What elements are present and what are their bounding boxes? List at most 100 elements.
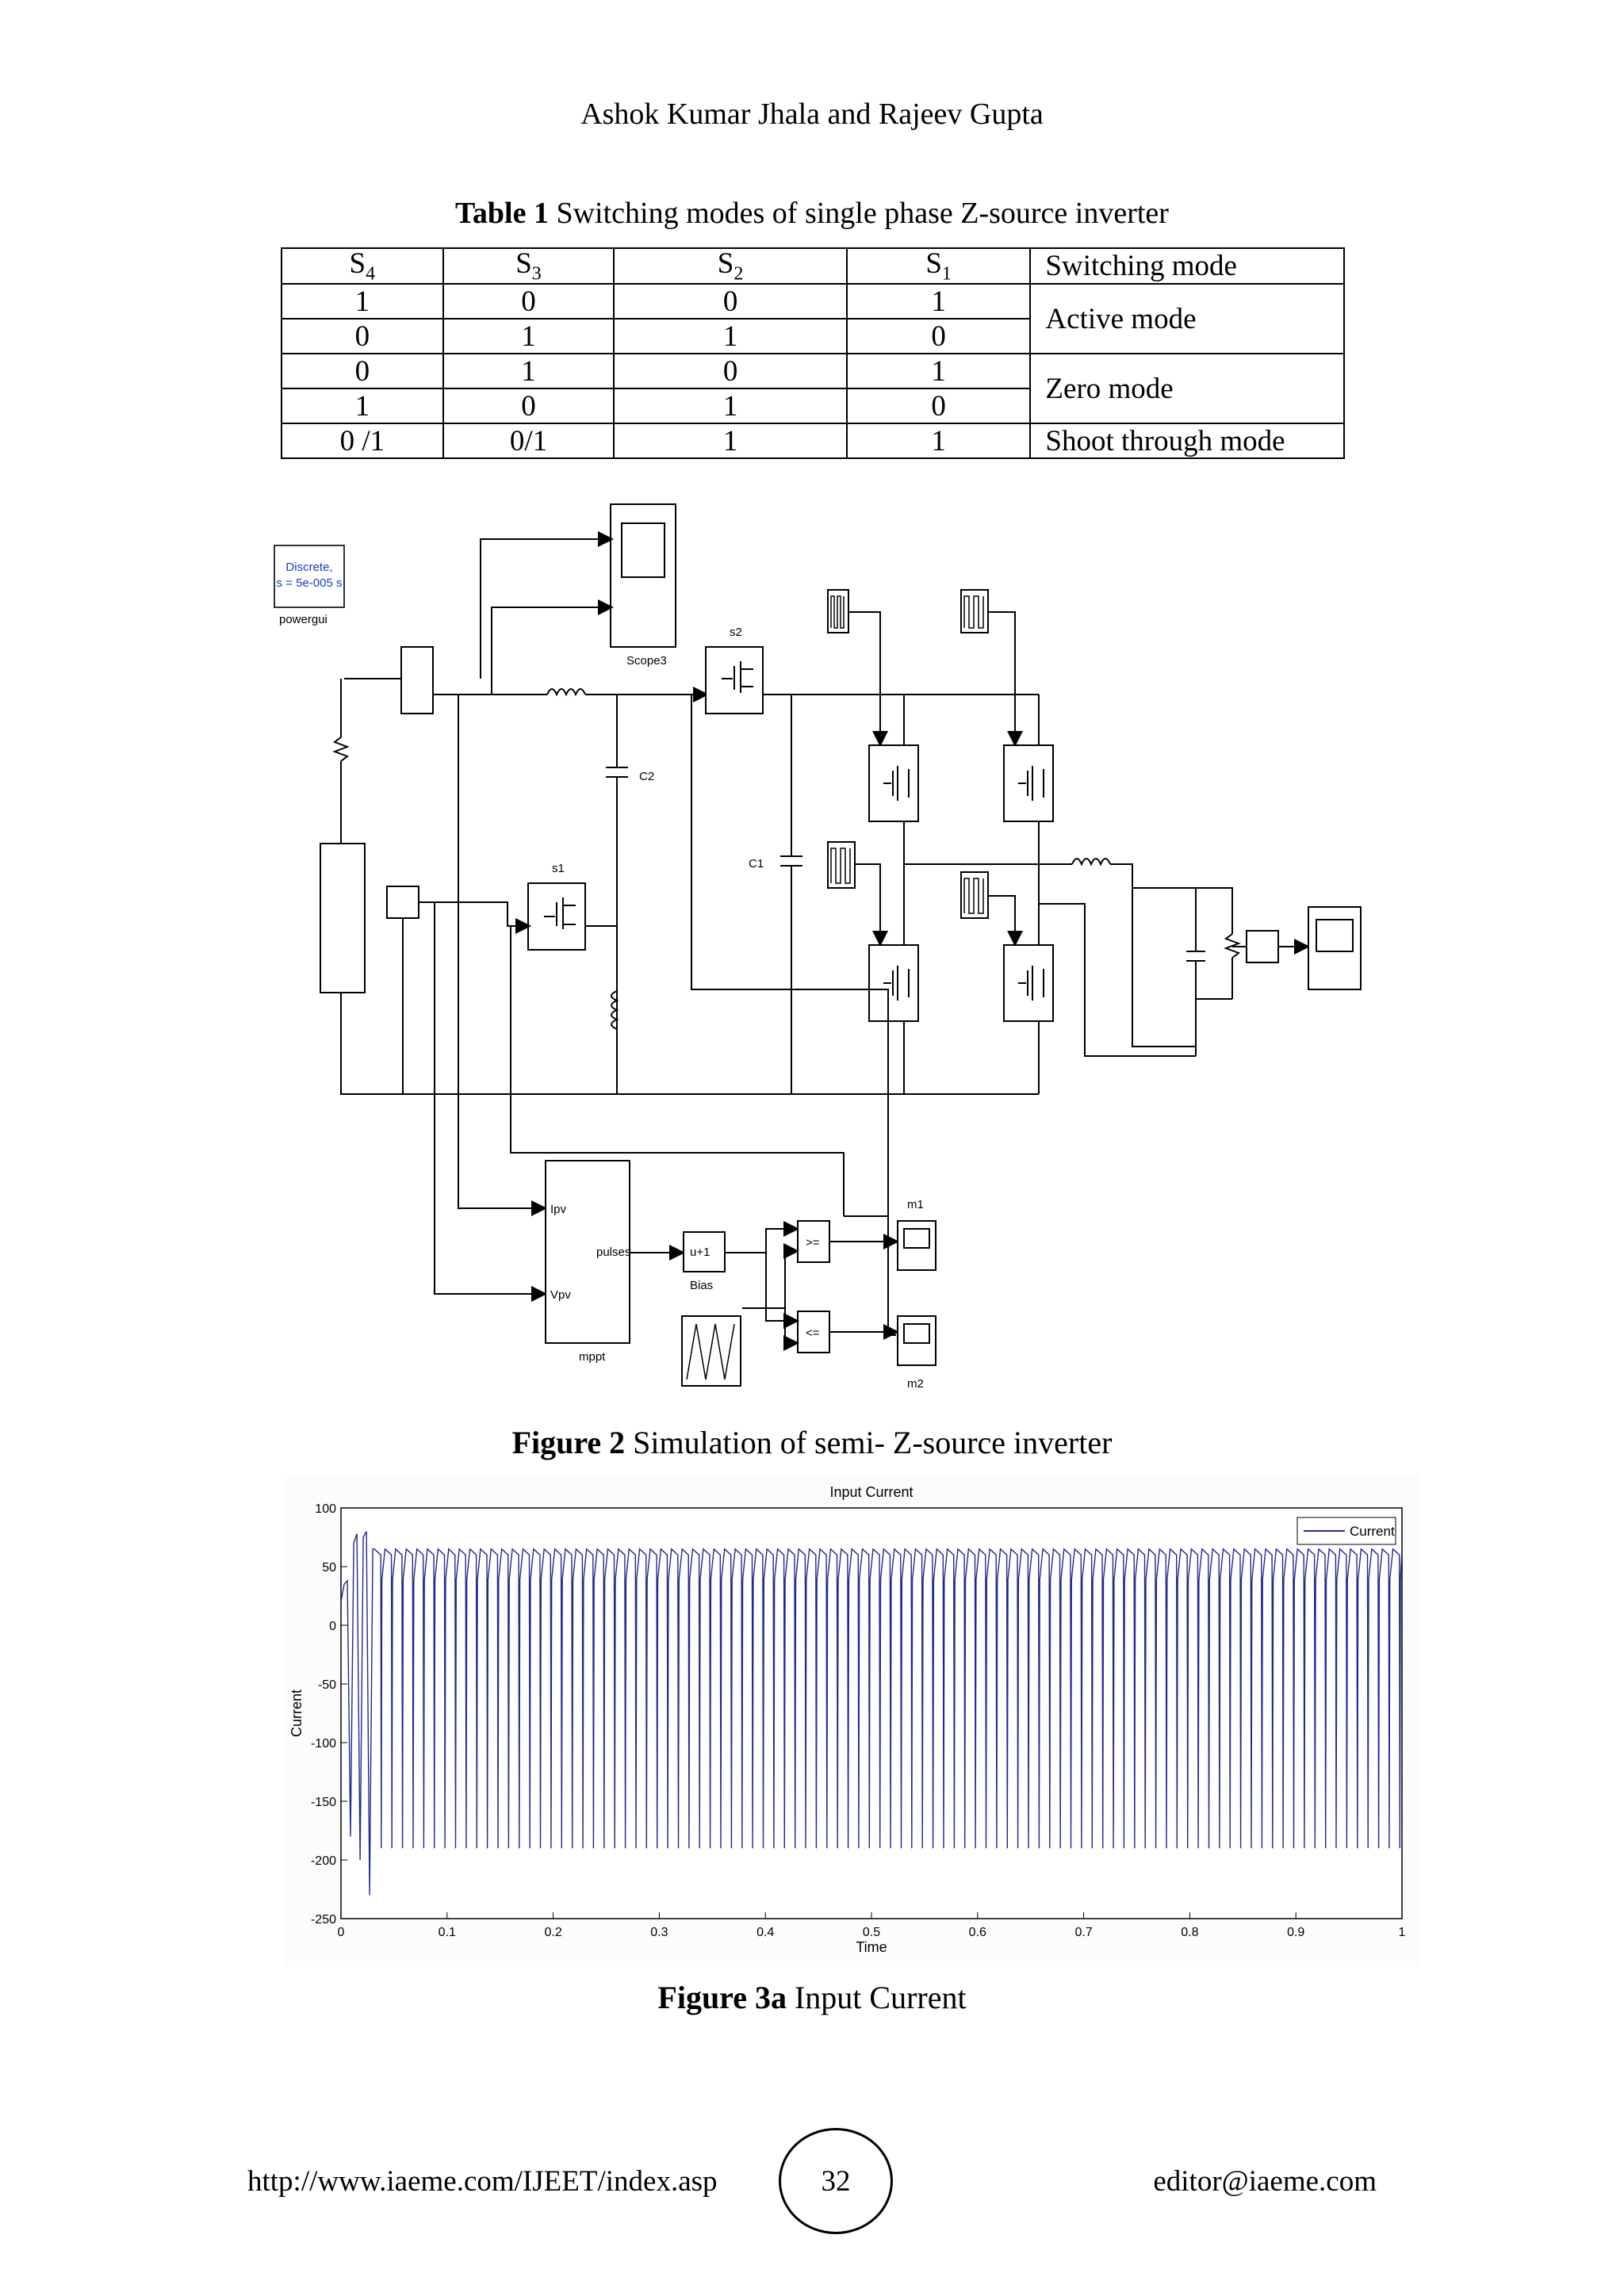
mode-cell-zero: Zero mode [1029,353,1345,425]
table-row: 0 1 1 0 [281,318,1344,355]
current-measurement-block [400,646,434,714]
y-tick-label: 0 [329,1620,336,1633]
table-cell: 0 [281,353,444,390]
ipv-port: Ipv [550,1203,567,1216]
c2-label: C2 [639,770,654,783]
s2-switch-block: s2 [705,626,764,714]
chart-legend: Current [1297,1517,1396,1545]
table-cell: 1 [845,423,1032,460]
s1-switch-block: s1 [527,862,586,951]
igbt-switch-4 [1003,944,1054,1022]
table-row: 0 /1 0/1 1 1 Shoot through mode [281,423,1345,460]
y-tick-label: -50 [318,1678,336,1692]
table-cell: 0 [613,283,848,320]
figure2-caption-text: Simulation of semi- Z-source inverter [625,1425,1113,1460]
x-axis-label: Time [856,1939,887,1955]
powergui-block: Discrete, s = 5e-005 s powergui [274,545,345,626]
s2-label: s2 [730,626,742,639]
series-layer [340,1531,1403,1896]
table-cell: 1 [845,353,1032,390]
comparator-ge: >= [797,1220,830,1263]
simulink-schematic: Discrete, s = 5e-005 s powergui Scope3 s… [274,503,1362,1391]
powergui-label: powergui [279,613,327,626]
page-number: 32 [779,2128,893,2234]
running-header: Ashok Kumar Jhala and Rajeev Gupta [580,98,1044,131]
table-cell: 0 /1 [281,423,444,460]
m2-scope: m2 [897,1315,936,1391]
table-cell: 0/1 [442,423,615,460]
triangle-generator [681,1315,741,1387]
figure3a-caption-text: Input Current [786,1980,967,2015]
plot-area [340,1507,1403,1919]
powergui-line1: Discrete, [285,561,332,574]
table-cell: 0 [442,283,615,320]
table-cell: 1 [613,318,848,355]
s1-label: s1 [552,862,565,875]
y-axis-label: Current [289,1689,304,1737]
mppt-block: Ipv Vpv pulses mppt [545,1160,630,1364]
header-s3: S3 [442,247,615,285]
svg-text:<=: <= [806,1326,820,1340]
mode-cell-shoot-through: Shoot through mode [1029,423,1345,460]
mppt-label: mppt [579,1350,606,1364]
legend-label: Current [1350,1524,1395,1539]
svg-text:u+1: u+1 [690,1246,710,1259]
pv-source-block [320,843,366,993]
table-cell: 0 [845,388,1032,425]
footer-email[interactable]: editor@iaeme.com [1153,2165,1377,2198]
input-current-chart: Input Current 0 0.1 0.2 0.3 0.4 0.5 0.6 0.7 0.8 0… [285,1475,1419,1966]
table-cell: 1 [613,388,848,425]
pulse-gen-2 [960,589,989,633]
y-tick-label: 100 [315,1502,336,1516]
igbt-switch-1 [868,744,919,822]
figure3a-caption: Figure 3a Input Current [0,1979,1624,2016]
bias-block: u+1 Bias [683,1231,726,1292]
x-tick-label: 0.5 [863,1926,880,1939]
mode-cell-active: Active mode [1029,283,1345,355]
figure2-caption: Figure 2 Simulation of semi- Z-source in… [0,1424,1624,1461]
table-cell: 1 [613,423,848,460]
table-cell: 0 [281,318,444,355]
scope3-block: Scope3 [610,503,676,668]
x-tick-label: 0.3 [650,1926,668,1939]
pulses-port: pulses [596,1246,630,1259]
table-cell: 1 [281,388,444,425]
header-s4: S4 [281,247,444,285]
comparator-le: <= [797,1311,830,1353]
table-row: 1 0 0 1 Active mode [281,283,1345,355]
table-cell: 1 [442,353,615,390]
y-tick-label: -200 [311,1854,336,1868]
table-caption: Table 1 Switching modes of single phase … [0,196,1624,231]
pulse-gen-4 [960,871,989,919]
table-cell: 0 [613,353,848,390]
table-cell: 0 [442,388,615,425]
table-header-row: S4 S3 S2 S1 Switching mode [281,247,1345,285]
table-caption-label: Table 1 [455,197,549,230]
x-tick-label: 0.8 [1181,1926,1198,1939]
footer-url[interactable]: http://www.iaeme.com/IJEET/index.asp [247,2165,718,2198]
x-tick-label: 0.9 [1287,1926,1304,1939]
table-row: 0 1 0 1 Zero mode [281,353,1345,425]
table-cell: 0 [845,318,1032,355]
igbt-switch-2 [1003,744,1054,822]
svg-text:>=: >= [806,1236,820,1249]
pulse-gen-3 [827,841,856,889]
header-switching-mode: Switching mode [1029,247,1345,285]
series-line-current [340,1531,1403,1896]
figure3a-caption-label: Figure 3a [657,1980,787,2015]
x-tick-label: 0.2 [544,1926,561,1939]
output-voltage-sensor [1246,930,1279,963]
x-tick-label: 0.7 [1074,1926,1092,1939]
m1-scope: m1 [897,1198,936,1271]
x-tick-label: 0.4 [756,1926,774,1939]
x-tick-label: 0.1 [439,1926,456,1939]
output-scope [1308,906,1362,990]
table-cell: 1 [845,283,1032,320]
chart-title: Input Current [829,1484,913,1500]
x-tick-label: 0 [338,1926,345,1939]
x-tick-label: 0.6 [969,1926,986,1939]
vpv-port: Vpv [550,1288,571,1302]
c1-label: C1 [749,857,764,871]
table-caption-text: Switching modes of single phase Z-source… [548,197,1169,230]
